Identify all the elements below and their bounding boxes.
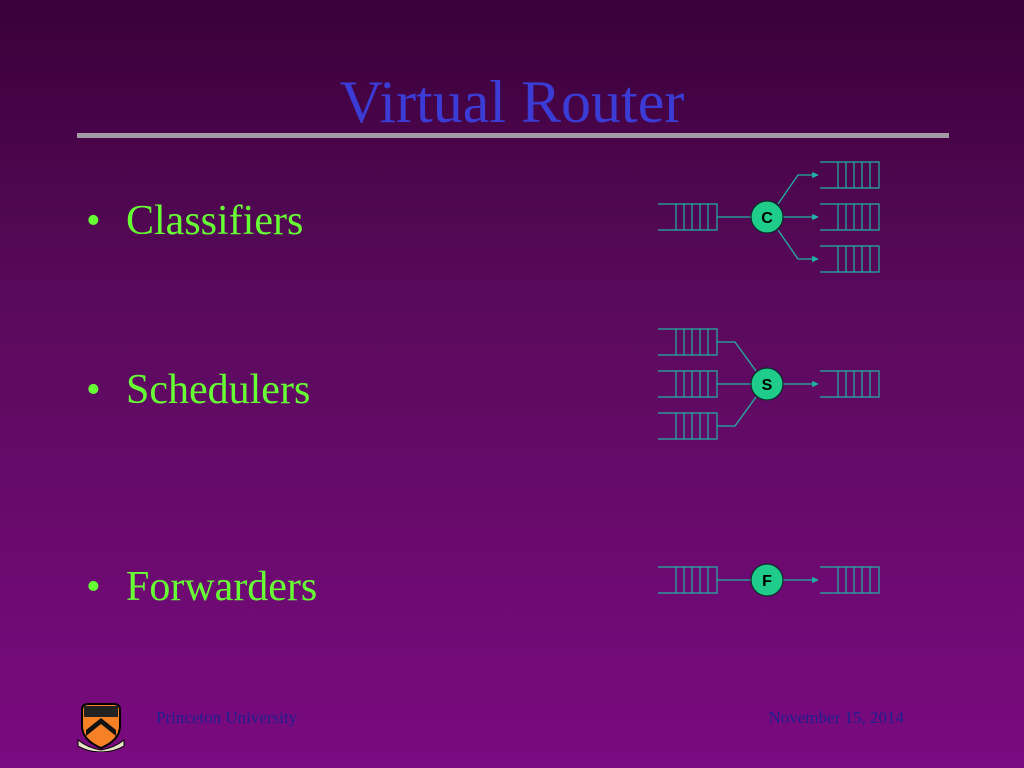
link-c-out-top	[777, 171, 819, 205]
link-s-in-bottom	[717, 396, 757, 427]
bullet-schedulers: • Schedulers	[86, 365, 310, 415]
title-divider	[77, 133, 949, 138]
bullet-label: Classifiers	[126, 198, 304, 244]
bullet-glyph: •	[86, 564, 101, 610]
bullet-glyph: •	[86, 198, 101, 244]
bullet-label: Forwarders	[126, 564, 318, 610]
node-classifier: C	[750, 200, 784, 234]
bullet-glyph: •	[86, 367, 101, 413]
queue-c-in	[658, 203, 718, 231]
link-s-in-top	[717, 341, 757, 372]
queue-c-out-3	[820, 245, 880, 273]
princeton-shield-icon	[77, 703, 125, 752]
queue-f-in	[658, 566, 718, 594]
link-c-out-bottom	[777, 229, 819, 263]
node-label: S	[762, 377, 773, 394]
node-label: C	[761, 210, 773, 227]
bullet-forwarders: • Forwarders	[86, 562, 317, 612]
node-forwarder: F	[750, 563, 784, 597]
bullet-label: Schedulers	[126, 367, 311, 413]
queue-c-out-1	[820, 161, 880, 189]
queue-s-in-1	[658, 328, 718, 356]
queue-s-in-2	[658, 370, 718, 398]
slide-title: Virtual Router	[339, 69, 685, 135]
footer-date: November 15, 2014	[768, 708, 904, 727]
queue-s-out	[820, 370, 880, 398]
node-label: F	[762, 573, 772, 590]
queue-c-out-2	[820, 203, 880, 231]
queue-f-out	[820, 566, 880, 594]
queue-s-in-3	[658, 412, 718, 440]
bullet-classifiers: • Classifiers	[86, 196, 303, 246]
node-scheduler: S	[750, 367, 784, 401]
footer-institution: Princeton University	[156, 708, 298, 727]
